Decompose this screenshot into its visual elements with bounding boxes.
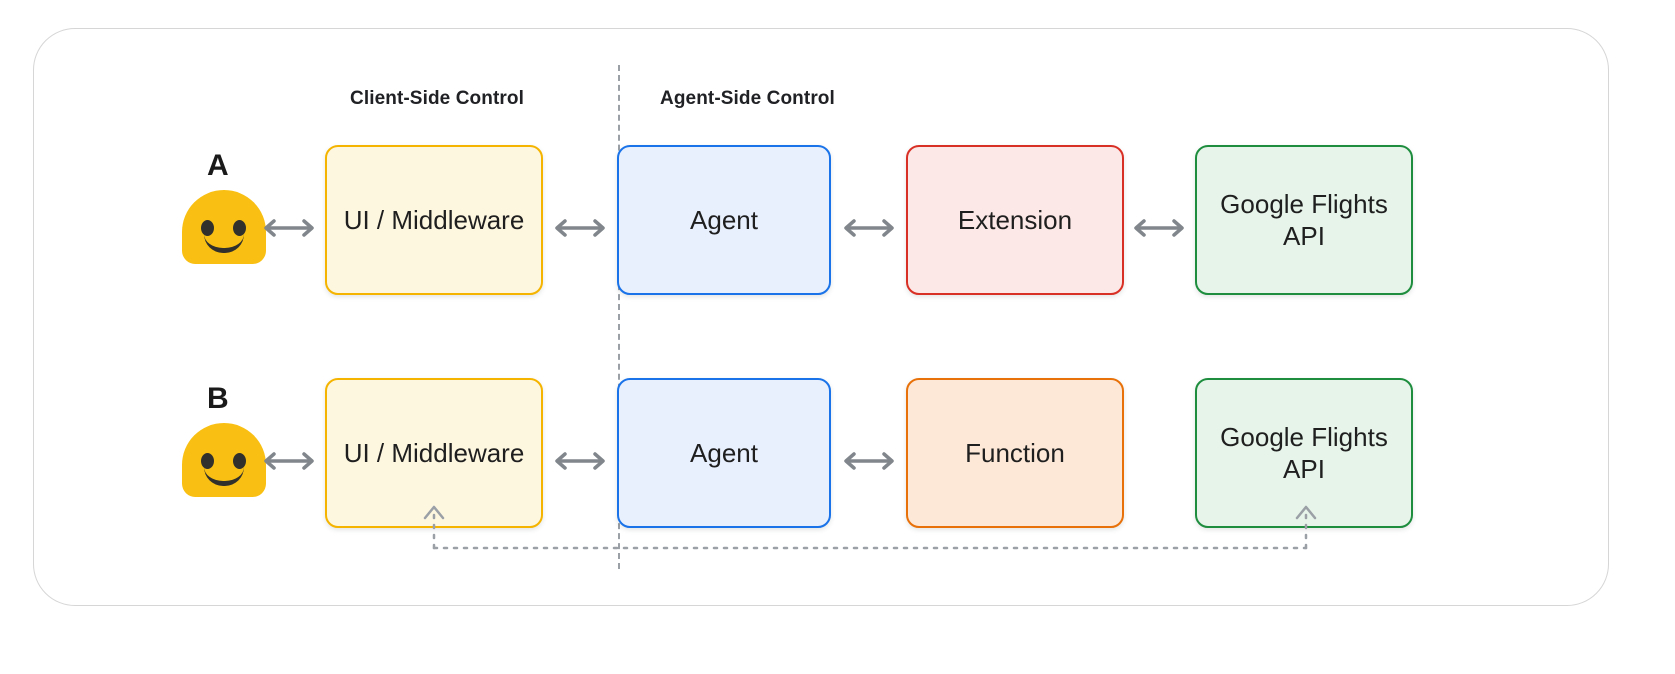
node-function-b[interactable]: Function: [906, 378, 1124, 528]
node-extension-a[interactable]: Extension: [906, 145, 1124, 295]
node-ui-middleware-b[interactable]: UI / Middleware: [325, 378, 543, 528]
node-ui-middleware-a[interactable]: UI / Middleware: [325, 145, 543, 295]
user-smiley-icon: [182, 423, 266, 497]
arrow-user-to-ui-a: [258, 219, 320, 237]
section-label-client-side: Client-Side Control: [350, 88, 524, 109]
arrow-extension-to-api-a: [1128, 219, 1190, 237]
face-eye-right: [233, 220, 246, 236]
user-smiley-icon: [182, 190, 266, 264]
diagram-row-a: A UI / Middleware Agent: [0, 145, 1675, 295]
face-eye-left: [201, 453, 214, 469]
diagram-row-b: B UI / Middleware Agent: [0, 378, 1675, 528]
node-google-flights-api-b[interactable]: Google Flights API: [1195, 378, 1413, 528]
section-label-agent-side: Agent-Side Control: [660, 88, 835, 109]
arrow-ui-to-agent-a: [549, 219, 611, 237]
face-smile: [204, 467, 244, 486]
row-label-b: B: [207, 382, 229, 415]
node-agent-a[interactable]: Agent: [617, 145, 831, 295]
arrow-agent-to-function-b: [838, 452, 900, 470]
face-smile: [204, 234, 244, 253]
face-eye-right: [233, 453, 246, 469]
row-label-a: A: [207, 149, 229, 182]
control-boundary-divider: [618, 65, 620, 569]
arrow-ui-to-agent-b: [549, 452, 611, 470]
face-eye-left: [201, 220, 214, 236]
arrow-user-to-ui-b: [258, 452, 320, 470]
node-google-flights-api-a[interactable]: Google Flights API: [1195, 145, 1413, 295]
node-agent-b[interactable]: Agent: [617, 378, 831, 528]
arrow-agent-to-extension-a: [838, 219, 900, 237]
